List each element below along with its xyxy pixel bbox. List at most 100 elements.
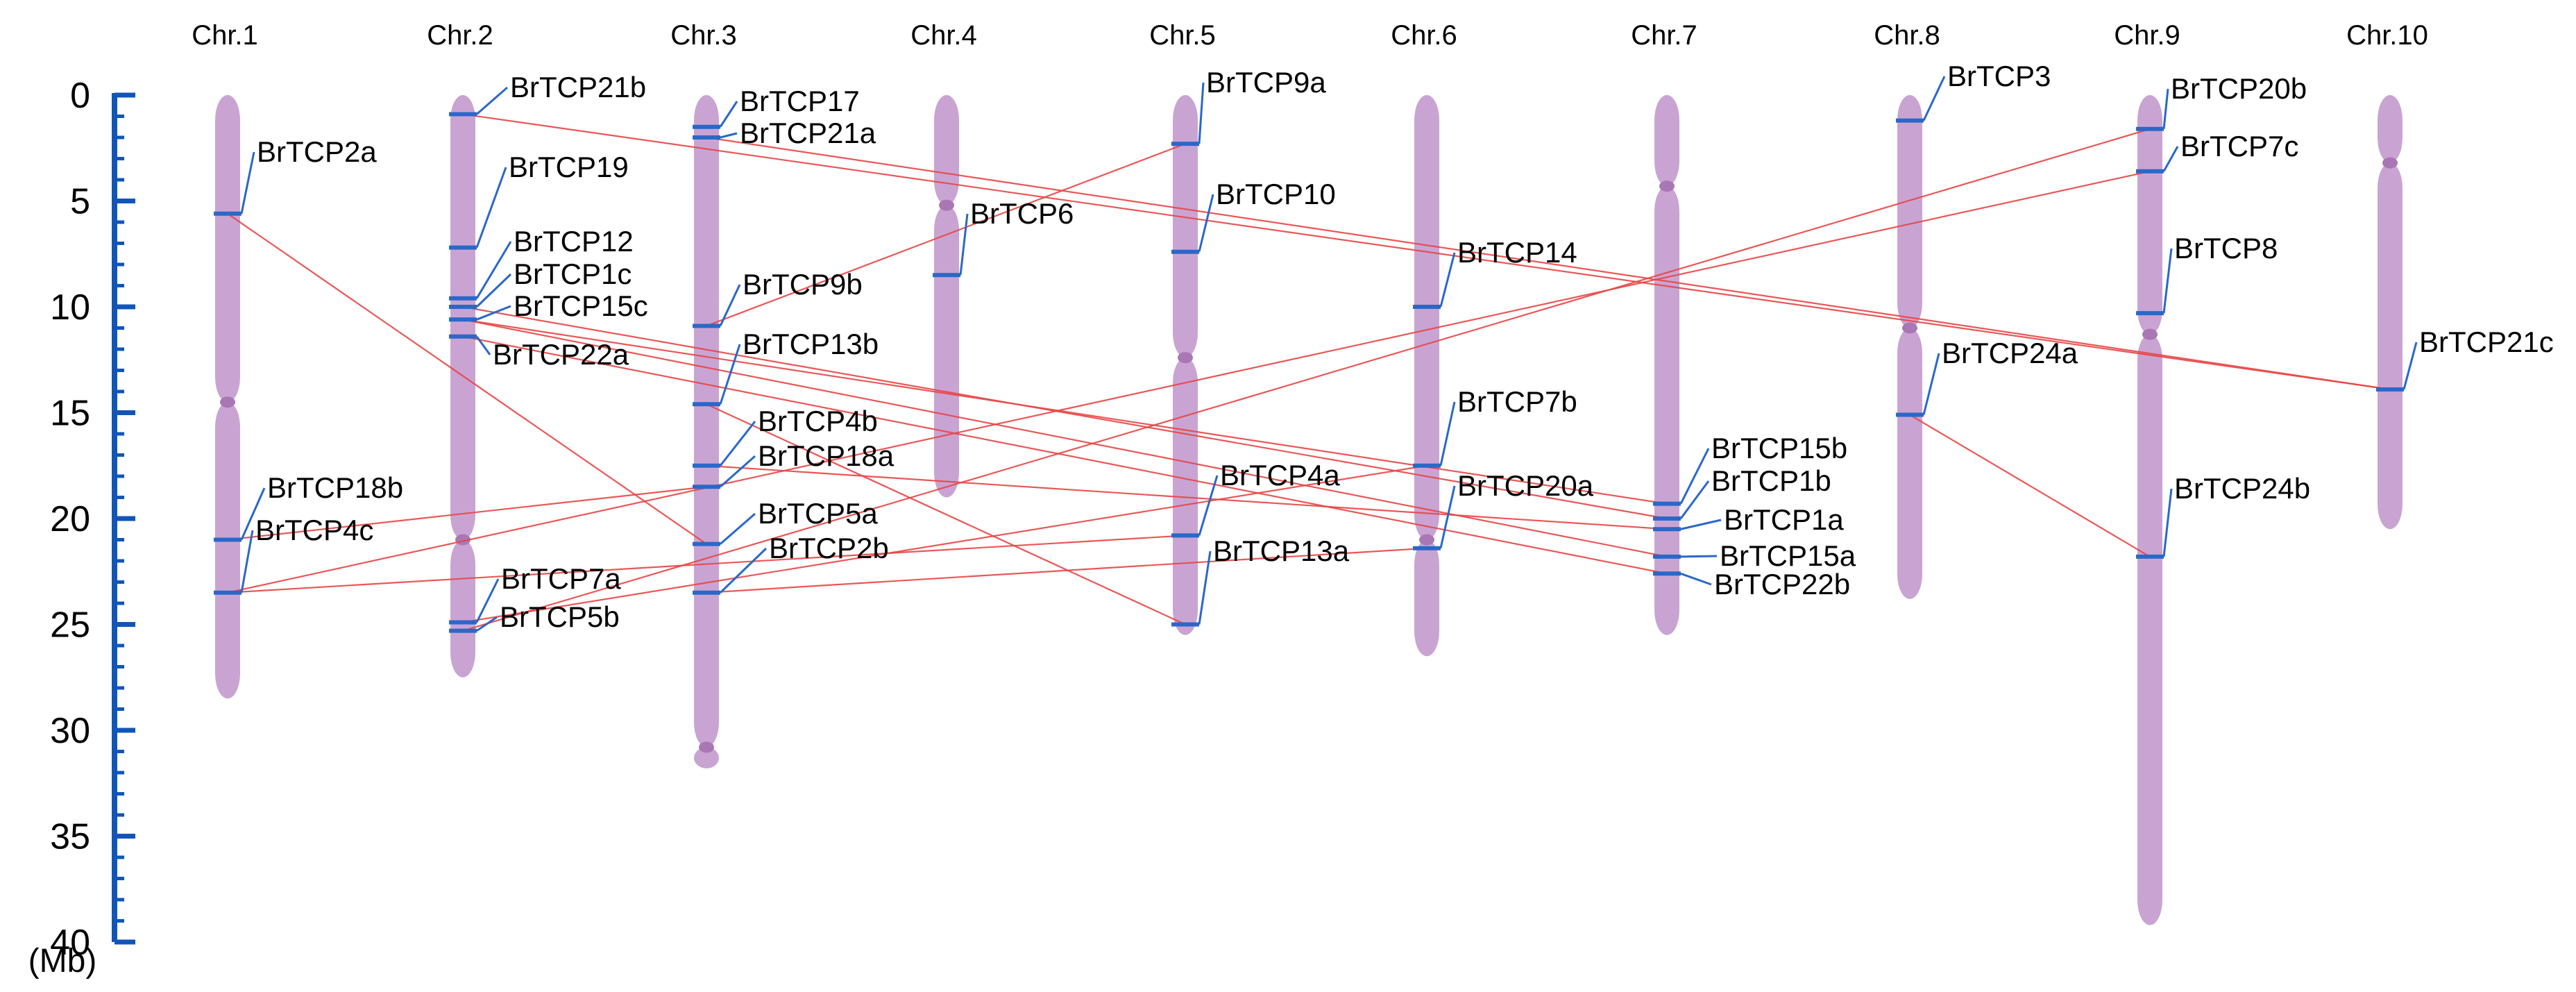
scale-tick-label: 5 [70, 182, 90, 222]
gene-leader [2403, 342, 2418, 390]
gene-BrTCP21a: BrTCP21a [693, 117, 876, 149]
gene-label: BrTCP7b [1457, 385, 1577, 418]
centromere [1419, 534, 1434, 546]
gene-BrTCP24b: BrTCP24b [2136, 472, 2310, 559]
centromere [699, 741, 714, 753]
gene-markers: BrTCP2aBrTCP18bBrTCP4cBrTCP21bBrTCP19BrT… [214, 60, 2554, 633]
gene-BrTCP10: BrTCP10 [1171, 178, 1336, 254]
gene-label: BrTCP21c [2419, 326, 2554, 358]
duplication-link [227, 170, 2151, 594]
gene-label: BrTCP2b [769, 532, 889, 564]
gene-label: BrTCP8 [2174, 232, 2278, 264]
gene-label: BrTCP19 [509, 151, 629, 183]
gene-BrTCP4c: BrTCP4c [214, 514, 373, 595]
gene-BrTCP3: BrTCP3 [1896, 60, 2051, 123]
gene-BrTCP5a: BrTCP5a [693, 497, 878, 546]
gene-leader [1680, 555, 1718, 558]
chromosome-title: Chr.2 [427, 20, 493, 51]
scale-tick-label: 10 [50, 287, 90, 328]
chromosome-arm-long [1414, 539, 1439, 657]
chromosome-title: Chr.8 [1874, 20, 1940, 51]
gene-BrTCP24a: BrTCP24a [1896, 337, 2078, 417]
gene-BrTCP9b: BrTCP9b [693, 268, 863, 328]
gene-label: BrTCP9a [1206, 66, 1326, 99]
gene-leader [1198, 194, 1214, 253]
gene-label: BrTCP3 [1947, 60, 2051, 92]
gene-BrTCP22b: BrTCP22b [1653, 568, 1850, 600]
gene-BrTCP1a: BrTCP1a [1653, 503, 1844, 536]
gene-label: BrTCP7c [2180, 130, 2298, 162]
gene-leader [475, 167, 507, 249]
duplication-link [462, 335, 1668, 575]
gene-label: BrTCP13a [1213, 535, 1350, 567]
gene-leader [1679, 480, 1710, 519]
gene-BrTCP20a: BrTCP20a [1413, 469, 1594, 550]
duplication-link [706, 143, 1186, 327]
gene-leader [1922, 76, 1946, 121]
gene-BrTCP14: BrTCP14 [1413, 236, 1577, 309]
gene-BrTCP4b: BrTCP4b [693, 405, 878, 468]
gene-leader [475, 273, 512, 308]
chromosome-title: Chr.10 [2346, 20, 2428, 51]
chromosome-arm-short [2378, 95, 2403, 163]
duplication-link [462, 305, 1668, 520]
centromere [2382, 157, 2398, 169]
chromosome-title: Chr.5 [1149, 20, 1216, 51]
chromosome-10 [2378, 95, 2403, 530]
duplication-link [462, 128, 2151, 632]
gene-label: BrTCP14 [1457, 236, 1577, 269]
duplication-link [227, 535, 1186, 594]
centromere [1178, 352, 1193, 364]
gene-leader [475, 335, 491, 355]
gene-BrTCP12: BrTCP12 [449, 225, 634, 301]
gene-leader [476, 305, 511, 321]
chromosome-2 [450, 95, 475, 678]
gene-label: BrTCP15b [1711, 432, 1847, 464]
gene-label: BrTCP1b [1711, 464, 1831, 497]
chromosome-title: Chr.1 [192, 20, 258, 51]
gene-BrTCP21b: BrTCP21b [449, 71, 646, 117]
centromere [939, 199, 954, 211]
chromosome-arm-long [2378, 162, 2403, 530]
gene-BrTCP21c: BrTCP21c [2376, 326, 2554, 392]
chromosome-arm-long [1897, 328, 1922, 599]
duplication-link [462, 113, 2391, 391]
duplication-link [706, 136, 2391, 391]
gene-BrTCP20b: BrTCP20b [2136, 72, 2307, 131]
gene-BrTCP1b: BrTCP1b [1653, 464, 1831, 521]
gene-leader [240, 151, 255, 215]
chromosome-arm-short [694, 95, 719, 748]
gene-label: BrTCP4a [1220, 459, 1340, 491]
chromosome-arm-long [450, 539, 475, 678]
gene-BrTCP7c: BrTCP7c [2136, 130, 2298, 174]
duplication-link [706, 403, 1186, 625]
chromosome-arm-short [450, 95, 475, 540]
chromosome-arm-short [1173, 95, 1198, 358]
gene-label: BrTCP21b [510, 71, 646, 103]
duplication-links [227, 113, 2391, 632]
centromere [220, 396, 235, 408]
duplication-link [462, 319, 1668, 505]
centromere [1659, 180, 1675, 192]
chromosome-8 [1897, 95, 1922, 599]
chromosome-1 [215, 95, 240, 699]
chromosome-arm-long [215, 402, 240, 699]
chromosome-7 [1654, 95, 1679, 635]
gene-leader [719, 344, 741, 405]
duplication-link [227, 212, 707, 545]
gene-BrTCP15c: BrTCP15c [449, 289, 648, 322]
duplication-link [462, 319, 1668, 557]
gene-leader [719, 101, 738, 128]
duplication-link [706, 464, 1668, 530]
gene-leader [720, 512, 756, 545]
scale-unit-label: (Mb) [28, 943, 97, 980]
gene-leader [1680, 519, 1722, 530]
gene-leader [1439, 485, 1456, 549]
gene-BrTCP18b: BrTCP18b [214, 471, 403, 542]
chromosome-title: Chr.3 [670, 20, 737, 51]
gene-BrTCP17: BrTCP17 [693, 85, 860, 129]
gene-label: BrTCP5a [758, 497, 878, 530]
gene-leader [959, 213, 969, 276]
